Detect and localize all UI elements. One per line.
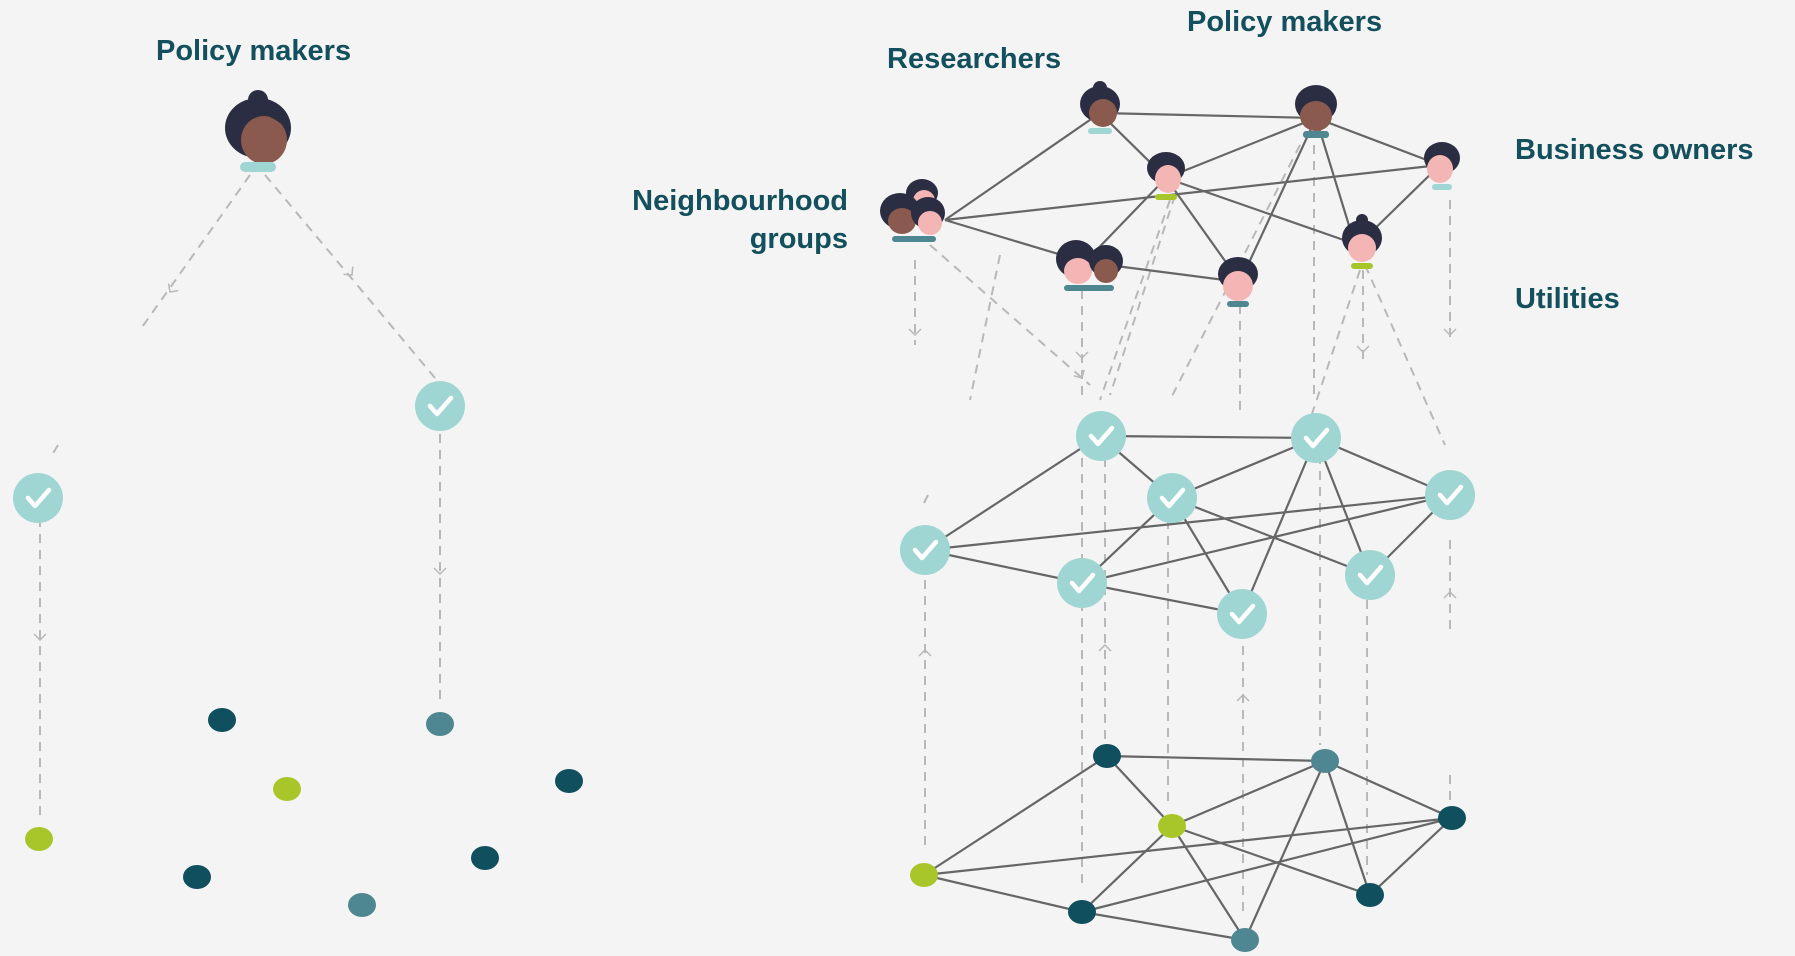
dot-icon: [1093, 744, 1121, 768]
person-group-icon: [880, 179, 945, 242]
dot-icon: [1356, 883, 1384, 907]
dot-icon: [25, 827, 53, 851]
label-left-policy-makers: Policy makers: [156, 35, 352, 67]
person-group-icon: [1056, 240, 1123, 291]
label-utilities: Utilities: [1515, 283, 1620, 315]
dot-icon: [1158, 814, 1186, 838]
person-avatar-icon: [1080, 81, 1120, 134]
dot-icon: [348, 893, 376, 917]
label-researchers: Researchers: [887, 43, 1062, 75]
dot-network-links: [923, 754, 1453, 942]
dot-icon: [471, 846, 499, 870]
dot-icon: [273, 777, 301, 801]
check-circle-icon: [1217, 589, 1267, 639]
check-circle-icon: [1425, 470, 1475, 520]
person-avatar-icon: [1424, 142, 1460, 190]
person-avatar-icon: [1218, 257, 1258, 307]
dot-icon: [910, 863, 938, 887]
label-right-policy-makers: Policy makers: [1187, 6, 1383, 38]
right-dashed-links: [914, 144, 1451, 915]
right-network: [880, 81, 1475, 952]
person-avatar-icon: [1342, 214, 1382, 269]
dot-icon: [555, 769, 583, 793]
check-circle-icon: [13, 473, 63, 523]
dot-icon: [1311, 749, 1339, 773]
dot-icon: [1438, 806, 1466, 830]
dot-icon: [426, 712, 454, 736]
person-avatar-icon: [1295, 85, 1337, 138]
label-neighbourhood-groups: Neighbourhood groups: [596, 182, 848, 258]
person-avatar-icon: [225, 90, 291, 172]
check-circle-icon: [900, 525, 950, 575]
dot-icon: [1231, 928, 1259, 952]
check-circle-icon: [415, 381, 465, 431]
person-avatar-icon: [1147, 152, 1185, 200]
check-circle-icon: [1076, 411, 1126, 461]
label-neighbourhood-groups-line1: Neighbourhood: [632, 185, 848, 217]
dot-icon: [183, 865, 211, 889]
dot-icon: [208, 708, 236, 732]
label-neighbourhood-groups-line2: groups: [749, 223, 848, 255]
left-dashed-links: [39, 174, 441, 820]
check-circle-icon: [1345, 550, 1395, 600]
label-business-owners: Business owners: [1515, 134, 1754, 166]
check-circle-icon: [1291, 413, 1341, 463]
dot-icon-group: [25, 708, 583, 917]
left-hierarchy: [13, 90, 583, 917]
dot-network-nodes: [910, 744, 1466, 952]
check-circle-icon: [1057, 558, 1107, 608]
dot-icon: [1068, 900, 1096, 924]
check-circle-icon: [1147, 473, 1197, 523]
